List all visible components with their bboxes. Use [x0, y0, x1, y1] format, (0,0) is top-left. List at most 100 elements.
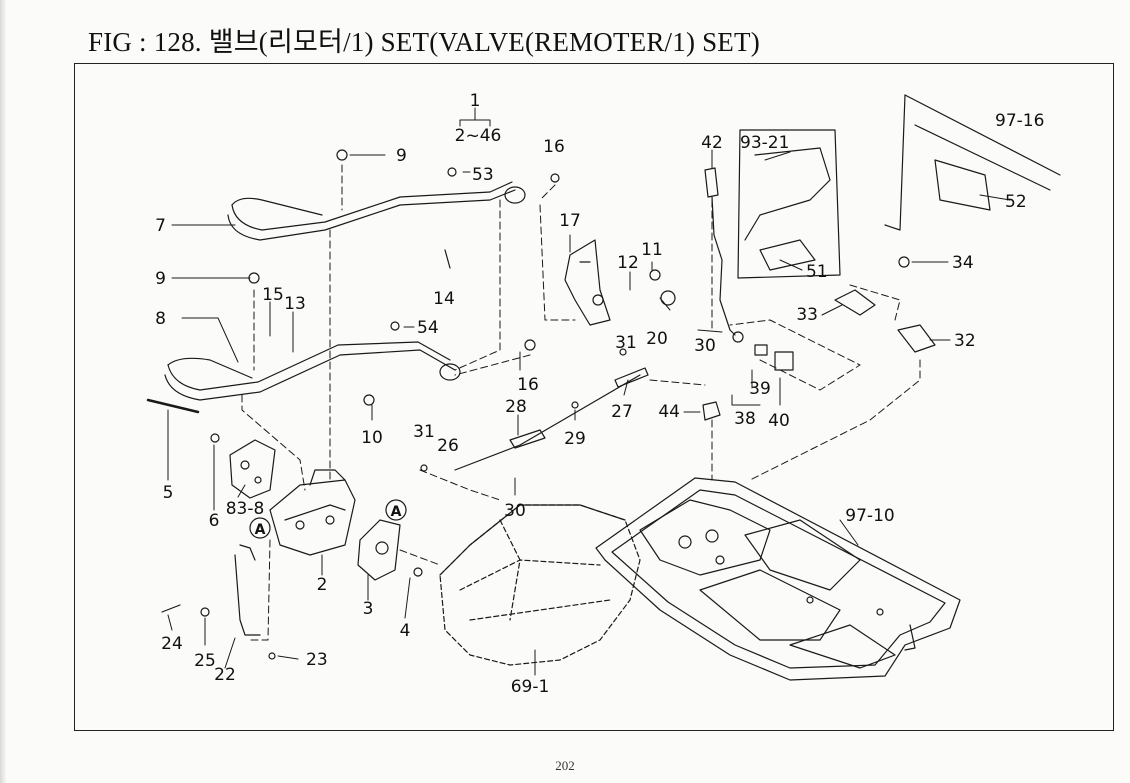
- diagram-frame: [74, 63, 1114, 731]
- label-2-46: 2~46: [455, 126, 502, 146]
- cover-3: [357, 519, 401, 581]
- cable-rod: [454, 374, 641, 471]
- cap-16-top: [550, 173, 560, 183]
- washer-4: [413, 567, 423, 577]
- label-29: 29: [564, 429, 586, 449]
- cap-16: [524, 339, 536, 351]
- bolt-5: [146, 398, 200, 414]
- pin-20: [660, 290, 676, 306]
- transmission-outline: [439, 504, 626, 576]
- bush-40: [774, 351, 794, 371]
- label-93-21: 93-21: [740, 133, 789, 153]
- label-34: 34: [952, 253, 974, 273]
- bolt-10: [363, 394, 375, 406]
- label-11: 11: [641, 240, 663, 260]
- label-32: 32: [954, 331, 976, 351]
- rod-27: [614, 367, 649, 388]
- label-24: 24: [161, 634, 183, 654]
- pin-24: [161, 604, 181, 613]
- bolt-9-top: [336, 149, 348, 161]
- label-25: 25: [194, 651, 216, 671]
- label-17: 17: [559, 211, 581, 231]
- part-93-21: [737, 129, 841, 279]
- label-30b: 30: [504, 501, 526, 521]
- label-31b: 31: [413, 422, 435, 442]
- marker-a-right: A: [391, 504, 402, 520]
- marker-circles: [249, 499, 407, 539]
- nut-11: [649, 269, 661, 281]
- label-69-1: 69-1: [511, 677, 550, 697]
- clip-54: [390, 321, 400, 331]
- pin-31: [420, 464, 428, 472]
- page-number: 202: [555, 758, 575, 773]
- bracket-22: [234, 554, 261, 636]
- assembly-dash-lines: [241, 164, 921, 641]
- label-40: 40: [768, 411, 790, 431]
- clip-53: [447, 167, 457, 177]
- part-97-16: [884, 94, 1061, 231]
- pipes: [164, 181, 526, 401]
- label-3: 3: [363, 599, 374, 619]
- label-33: 33: [796, 305, 818, 325]
- label-52: 52: [1005, 192, 1027, 212]
- valve-body-2: [269, 469, 356, 556]
- transmission-69-1: [439, 504, 641, 666]
- label-44: 44: [658, 402, 680, 422]
- label-15: 15: [262, 285, 284, 305]
- label-16b: 16: [517, 375, 539, 395]
- label-12: 12: [617, 253, 639, 273]
- floor-plate-97-10: [595, 477, 961, 681]
- label-2: 2: [317, 575, 328, 595]
- label-4: 4: [400, 621, 411, 641]
- label-83-8: 83-8: [226, 499, 265, 519]
- bracket-32-33: [834, 289, 936, 353]
- label-38: 38: [734, 409, 756, 429]
- label-14: 14: [433, 289, 455, 309]
- label-97-10: 97-10: [845, 506, 894, 526]
- collar-38: [732, 331, 744, 343]
- label-9a: 9: [396, 146, 407, 166]
- lever-42: [704, 167, 736, 336]
- label-51: 51: [806, 262, 828, 282]
- bolt-23: [268, 652, 276, 660]
- marker-a-left: A: [255, 522, 266, 538]
- label-54: 54: [417, 318, 439, 338]
- washer-6: [210, 433, 220, 443]
- label-10: 10: [361, 428, 383, 448]
- label-13: 13: [284, 294, 306, 314]
- clip-14: [444, 249, 451, 269]
- label-8: 8: [155, 309, 166, 329]
- page-binding-shadow: [0, 0, 6, 783]
- label-39: 39: [749, 379, 771, 399]
- leader-lines: [167, 107, 1011, 676]
- figure-title: FIG : 128. 밸브(리모터/1) SET(VALVE(REMOTER/1…: [88, 27, 760, 57]
- bracket-17: [564, 239, 611, 326]
- pin-31b: [619, 348, 627, 356]
- label-23: 23: [306, 650, 328, 670]
- bush-39: [754, 344, 768, 356]
- label-28: 28: [505, 397, 527, 417]
- callout-labels: 1 2~46 9 53 16 42 93-21 97-16 52 7 17 11…: [155, 91, 1044, 697]
- label-31a: 31: [615, 333, 637, 353]
- rod-28: [509, 429, 546, 449]
- pin-29: [571, 401, 579, 409]
- label-20: 20: [646, 329, 668, 349]
- bracket-22-top: [239, 544, 256, 561]
- label-1: 1: [470, 91, 481, 111]
- label-26: 26: [437, 436, 459, 456]
- washer-25: [200, 607, 210, 617]
- label-42: 42: [701, 133, 723, 153]
- label-53: 53: [472, 165, 494, 185]
- label-30a: 30: [694, 336, 716, 356]
- bolt-34: [898, 256, 910, 268]
- label-7: 7: [155, 216, 166, 236]
- label-16a: 16: [543, 137, 565, 157]
- label-97-16: 97-16: [995, 111, 1044, 131]
- label-5: 5: [163, 483, 174, 503]
- grommet-44: [702, 401, 721, 421]
- plate-83-8: [229, 439, 276, 499]
- label-6: 6: [209, 511, 220, 531]
- label-9b: 9: [155, 269, 166, 289]
- label-22: 22: [214, 665, 236, 685]
